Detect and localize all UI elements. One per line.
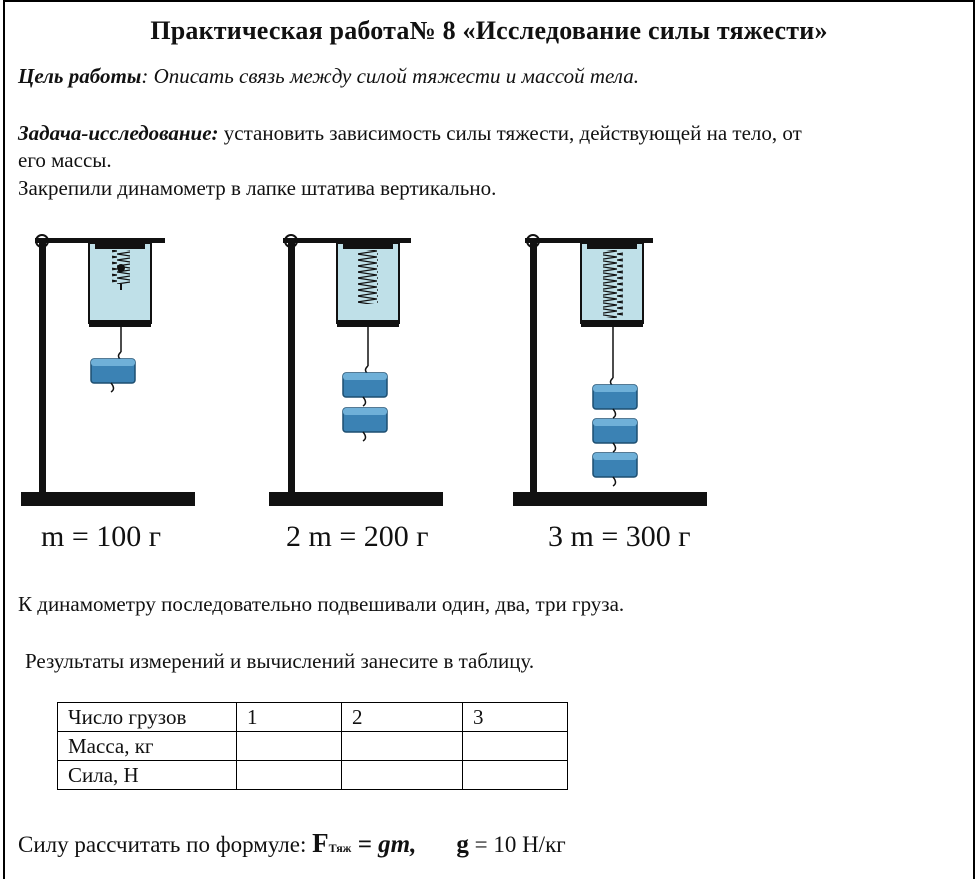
page-title: Практическая работа№ 8 «Исследование сил… [150,16,828,45]
formula-g: g [456,831,469,858]
table-row: Сила, Н [57,760,568,790]
procedure-text: К динамометру последовательно подвешивал… [18,592,625,616]
table-cell-input[interactable] [341,731,463,761]
task-line-2: его массы. [18,148,112,172]
formula-comma: , [410,831,417,858]
table-cell-input[interactable] [462,731,568,761]
table-header-row: Число грузов 1 2 3 [57,702,568,732]
goal-label: Цель работы [18,64,142,88]
worksheet-page: Практическая работа№ 8 «Исследование сил… [3,0,975,879]
instruction-text: Результаты измерений и вычислений занеси… [25,649,535,673]
task-line: Задача-исследование: установить зависимо… [18,119,802,147]
formula-g-value: = 10 Н/кг [468,832,566,857]
caption-3: 3 m = 300 г [548,520,691,553]
table-cell-input[interactable] [462,760,568,790]
table-cell: Число грузов [57,702,237,732]
formula-prefix: Силу рассчитать по формуле: [18,832,313,857]
table-cell: Масса, кг [57,731,237,761]
dynamometer-illustration [21,234,707,506]
formula-F: F [312,828,329,858]
formula-F-subscript: Тяж [328,841,352,855]
formula-eq: = gm [351,831,411,858]
setup-text: Закрепили динамометр в лапке штатива вер… [18,176,497,200]
caption-1: m = 100 г [41,520,162,553]
goal-text: : Описать связь между силой тяжести и ма… [141,64,639,88]
table-cell: 3 [462,702,568,732]
formula-line: Силу рассчитать по формуле: FТяж = gm,g … [18,828,566,859]
table-cell-input[interactable] [236,731,342,761]
stand-1 [21,234,195,506]
table-cell-input[interactable] [236,760,342,790]
table-cell: 1 [236,702,342,732]
table-cell: Сила, Н [57,760,237,790]
stand-3 [513,234,707,506]
goal-line: Цель работы: Описать связь между силой т… [18,62,639,90]
table-cell-input[interactable] [341,760,463,790]
table-row: Масса, кг [57,731,568,761]
stand-2 [269,234,443,506]
table-cell: 2 [341,702,463,732]
caption-2: 2 m = 200 г [286,520,429,553]
results-table: Число грузов 1 2 3 Масса, кг Сила, Н [57,702,568,790]
task-label: Задача-исследование: [18,121,219,145]
task-text-1: установить зависимость силы тяжести, дей… [218,121,802,145]
